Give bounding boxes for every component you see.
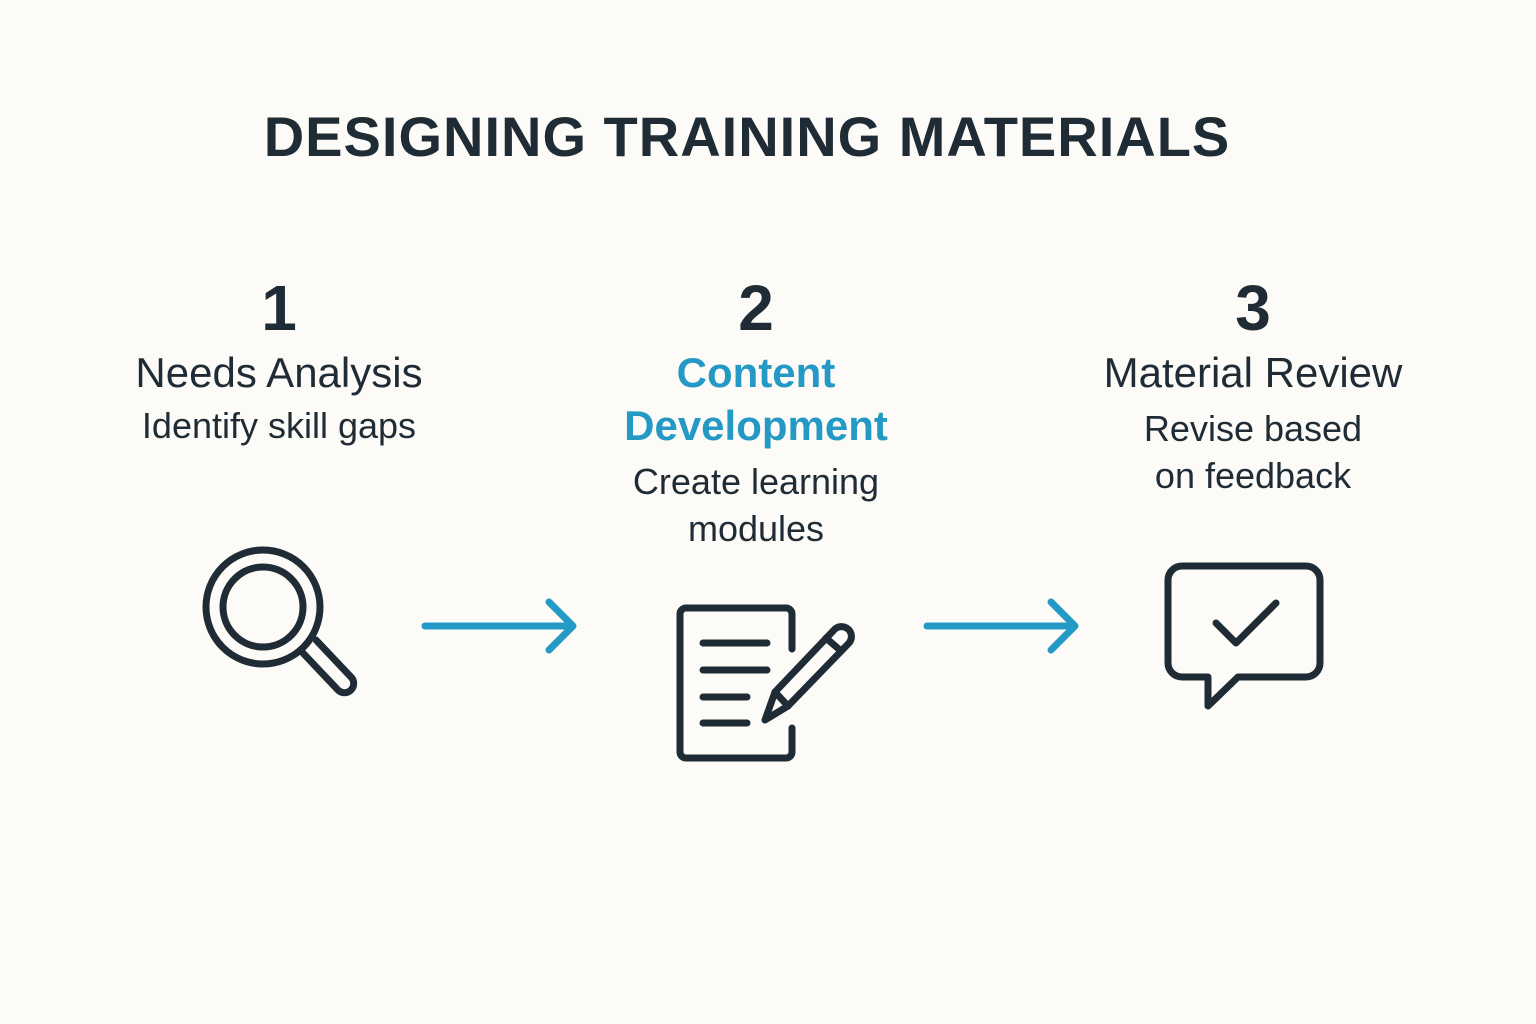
step-heading: Needs Analysis <box>135 349 423 396</box>
step-number: 3 <box>1235 272 1271 344</box>
step-description: Identify skill gaps <box>141 405 417 446</box>
step-description: Create learning modules <box>632 461 880 549</box>
step-heading: Material Review <box>1103 349 1403 396</box>
step-heading: Content Development <box>624 349 888 449</box>
step-3: 3 Material Review Revise based on feedba… <box>1043 0 1463 499</box>
step-2: 2 Content Development Create learning mo… <box>546 0 966 552</box>
step-1: 1 Needs Analysis Identify skill gaps <box>69 0 489 449</box>
step-description: Revise based on feedback <box>1143 408 1363 496</box>
step-number: 2 <box>738 272 774 344</box>
step-number: 1 <box>261 272 297 344</box>
page-title: DESIGNING TRAINING MATERIALS <box>263 105 1231 168</box>
